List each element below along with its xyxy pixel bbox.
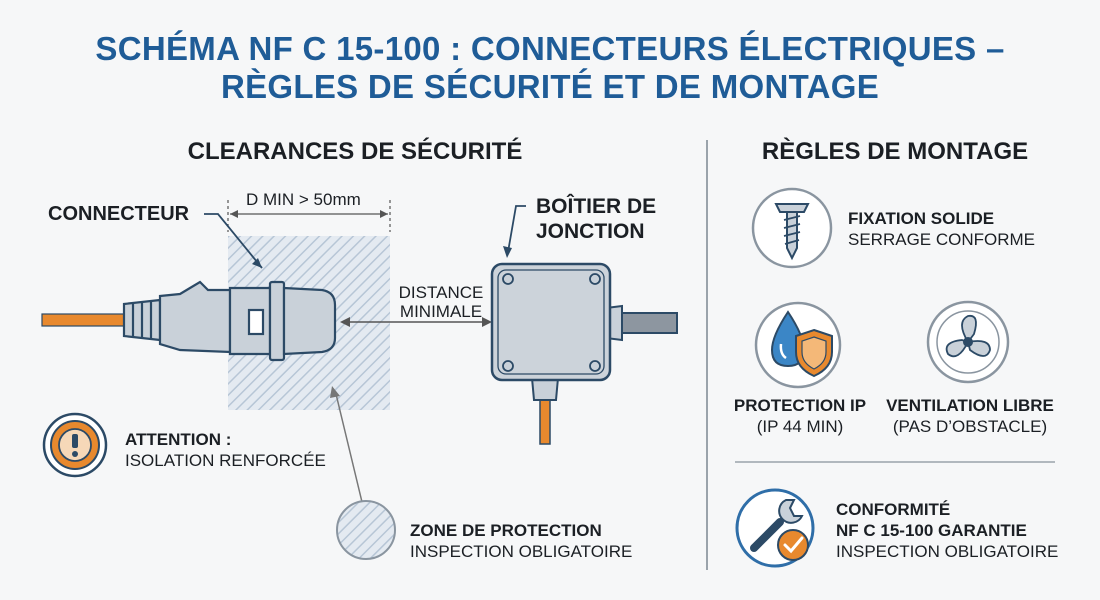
- junction-box-label-line2: JONCTION: [536, 220, 645, 243]
- warning-icon: [42, 412, 108, 478]
- page-title-line2: RÈGLES DE SÉCURITÉ ET DE MONTAGE: [220, 68, 880, 105]
- distance-arrow: [340, 317, 492, 327]
- conformity-text: INSPECTION OBLIGATOIRE: [836, 542, 1059, 561]
- connector-label: CONNECTEUR: [48, 203, 190, 225]
- ventilation-title: VENTILATION LIBRE: [886, 396, 1054, 415]
- connector-leader: [204, 213, 263, 269]
- fan-icon: [926, 300, 1010, 384]
- attention-title: ATTENTION :: [125, 430, 232, 449]
- water-drop-shield-icon: [754, 301, 842, 389]
- distance-dimension-label: D MIN > 50mm: [246, 190, 361, 209]
- zone-leader: [335, 393, 363, 503]
- conformity-title-line2: NF C 15-100 GARANTIE: [836, 521, 1027, 540]
- connector: [122, 280, 337, 362]
- fixation-title: FIXATION SOLIDE: [848, 209, 995, 228]
- attention-text: ISOLATION RENFORCÉE: [125, 451, 326, 470]
- ip-title: PROTECTION IP: [733, 396, 867, 415]
- wrench-check-icon: [735, 488, 815, 568]
- junction-box-label-line1: BOÎTIER DE: [536, 195, 657, 218]
- box-leader: [507, 205, 526, 253]
- ventilation-text: (PAS D’OBSTACLE): [892, 417, 1048, 436]
- right-section-heading: RÈGLES DE MONTAGE: [761, 138, 1029, 165]
- distance-label-line1: DISTANCE: [398, 283, 484, 302]
- page-title-line1: SCHÉMA NF C 15-100 : CONNECTEURS ÉLECTRI…: [95, 30, 1005, 67]
- zone-sample-circle: [336, 500, 396, 560]
- distance-label-line2: MINIMALE: [399, 302, 483, 321]
- screw-icon: [751, 187, 833, 269]
- left-section-heading: CLEARANCES DE SÉCURITÉ: [187, 138, 523, 165]
- left-cable: [41, 313, 128, 327]
- ip-text: (IP 44 MIN): [756, 417, 844, 436]
- junction-box: [490, 262, 678, 445]
- zone-text: INSPECTION OBLIGATOIRE: [410, 542, 633, 561]
- zone-title: ZONE DE PROTECTION: [410, 521, 602, 540]
- conformity-title-line1: CONFORMITÉ: [836, 500, 951, 519]
- fixation-text: SERRAGE CONFORME: [848, 230, 1036, 249]
